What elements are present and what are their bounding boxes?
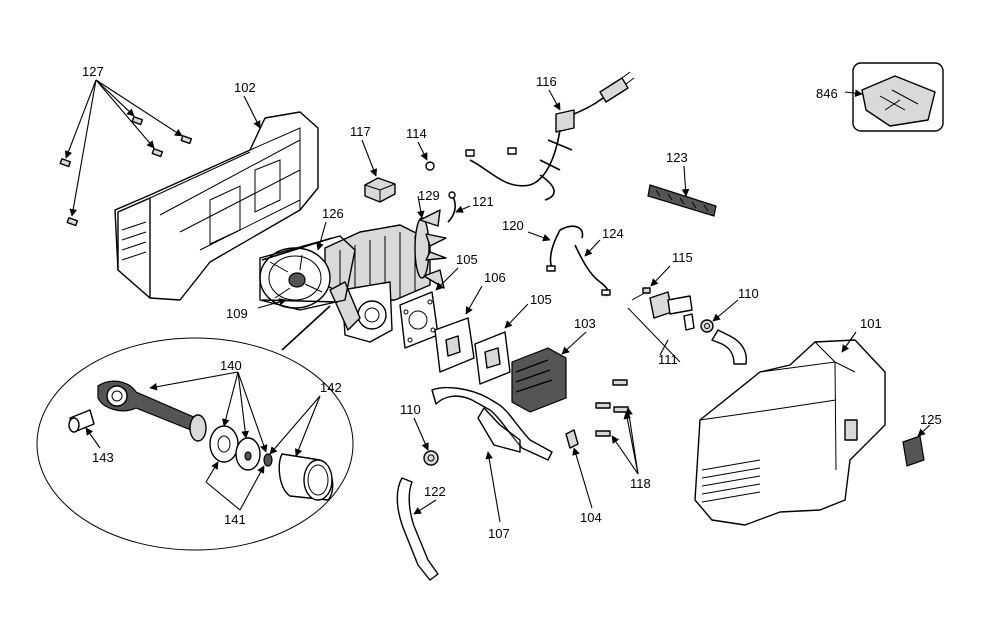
part-846-hardware-bag <box>844 62 944 132</box>
label-104: 104 <box>580 510 602 525</box>
label-121: 121 <box>472 194 494 209</box>
part-105-gasket-left <box>399 267 459 349</box>
label-103: 103 <box>574 316 596 331</box>
part-elbow-tube <box>711 329 748 365</box>
label-105b: 105 <box>530 292 552 307</box>
part-127-screws <box>59 79 193 227</box>
label-105a: 105 <box>456 252 478 267</box>
label-846: 846 <box>816 86 838 101</box>
label-106: 106 <box>484 270 506 285</box>
part-103-cylinder-head <box>511 331 587 413</box>
label-142: 142 <box>320 380 342 395</box>
part-126-motor-pump-assembly <box>324 224 431 343</box>
label-122: 122 <box>424 484 446 499</box>
part-118-bolts <box>595 379 639 475</box>
part-104-valve <box>565 429 593 509</box>
label-141: 141 <box>224 512 246 527</box>
label-109: 109 <box>226 306 248 321</box>
part-120-wire-lead <box>527 225 584 272</box>
part-114-clip <box>417 141 435 171</box>
label-140: 140 <box>220 358 242 373</box>
inset-piston-detail <box>36 305 354 551</box>
label-126: 126 <box>322 206 344 221</box>
label-120: 120 <box>502 218 524 233</box>
label-118: 118 <box>630 476 651 491</box>
part-115-screw <box>642 265 671 294</box>
label-143: 143 <box>92 450 114 465</box>
part-123-handle <box>647 165 717 217</box>
part-105-gasket-right <box>474 303 529 385</box>
part-143-pin <box>68 409 101 449</box>
label-110b: 110 <box>738 286 759 301</box>
part-106-valve-plate <box>434 285 483 373</box>
part-111-fitting-group <box>627 289 695 363</box>
part-107-discharge-tube <box>431 386 553 523</box>
part-labels: 101 102 103 104 105 106 105 107 109 110 … <box>82 64 942 541</box>
part-117-block <box>361 139 396 203</box>
part-102-rear-shroud <box>114 111 319 301</box>
label-114: 114 <box>406 126 427 141</box>
label-127: 127 <box>82 64 104 79</box>
part-110-nut-right <box>700 299 739 333</box>
part-110-nut-left <box>413 417 439 466</box>
label-116: 116 <box>536 74 557 89</box>
part-124-wire-lead <box>574 239 611 297</box>
part-101-front-shroud <box>694 339 886 526</box>
label-129: 129 <box>418 188 440 203</box>
label-117: 117 <box>350 124 371 139</box>
label-115: 115 <box>672 250 693 265</box>
part-121-spring <box>447 191 471 223</box>
label-110a: 110 <box>400 402 421 417</box>
part-125-switch <box>902 424 931 467</box>
part-109-belt-pulley <box>259 235 356 311</box>
label-124: 124 <box>602 226 624 241</box>
label-102: 102 <box>234 80 256 95</box>
label-111: 111 <box>658 352 678 367</box>
part-116-power-cord <box>465 71 635 201</box>
label-107: 107 <box>488 526 510 541</box>
label-101: 101 <box>860 316 882 331</box>
label-123: 123 <box>666 150 688 165</box>
part-122-hose <box>396 477 439 581</box>
label-125: 125 <box>920 412 942 427</box>
